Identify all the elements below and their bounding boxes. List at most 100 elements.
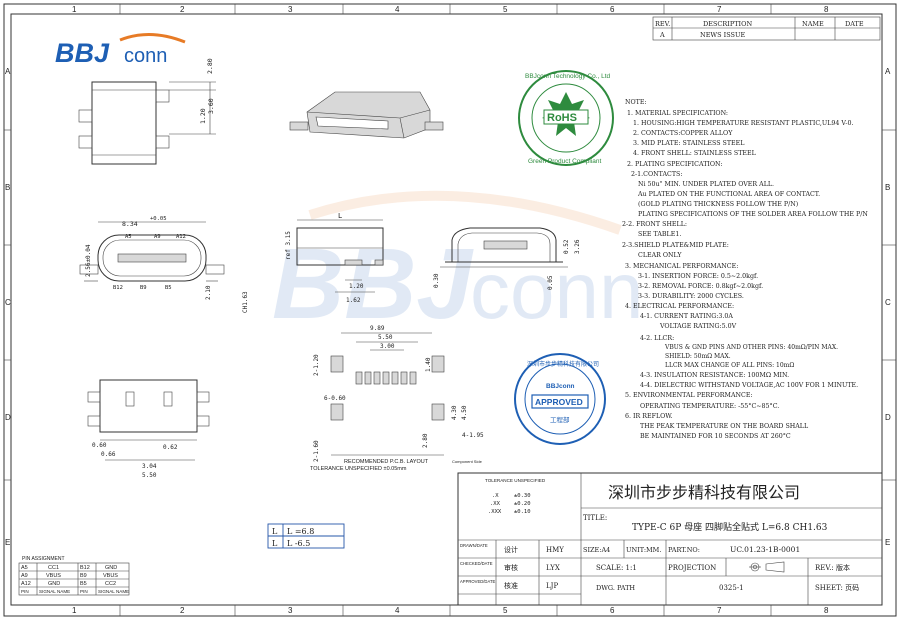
pin-label-b12: B12	[113, 285, 123, 291]
column-markers-bottom: 1 2 3 4 5 6 7 8	[72, 605, 829, 616]
pin-row1-pin: A5	[21, 565, 28, 571]
col-8-bottom: 8	[824, 606, 829, 615]
l-table-r2-c2: L -6.5	[287, 539, 310, 548]
note-13: SEE TABLE1.	[638, 231, 681, 238]
dim-bottom-0-60: 0.60	[92, 442, 107, 449]
rev-label: REV.: 版本	[815, 563, 850, 572]
pcb-tolerance: TOLERANCE UNSPECIFIED ±0.05mm	[310, 466, 407, 472]
unit-label: UNIT:MM.	[626, 546, 661, 554]
col-6-bottom: 6	[610, 606, 615, 615]
approved-center: APPROVED	[535, 397, 583, 407]
row-e: E	[5, 538, 10, 547]
row-c-right: C	[885, 298, 891, 307]
dim-pcb-4-1-95: 4-1.95	[462, 432, 484, 439]
col-7: 7	[717, 5, 722, 14]
revision-table: REV. DESCRIPTION NAME DATE A NEWS ISSUE	[652, 16, 881, 41]
dim-side-1-62: 1.62	[346, 297, 361, 304]
note-27: 4-3. INSULATION RESISTANCE: 100MΩ MIN.	[640, 372, 789, 379]
dim-pcb-2-1-60: 2-1.60	[313, 440, 320, 462]
col-3-bottom: 3	[288, 606, 293, 615]
dim-3-60: 3.60	[207, 98, 215, 114]
rear-view: 0.52 3.26 0.30 0.05	[433, 227, 581, 290]
dim-bottom-0-66: 0.66	[101, 451, 116, 458]
tol-row2-key: .XX	[490, 501, 501, 507]
dim-pcb-5-50: 5.50	[378, 334, 393, 341]
col-8: 8	[824, 5, 829, 14]
column-markers-top: 1 2 3 4 5 6 7 8	[72, 4, 829, 14]
note-6: 2. PLATING SPECIFICATION:	[627, 161, 722, 168]
dim-side-ref: ref 3.15	[285, 231, 292, 260]
pin-row2-pin2: B9	[80, 573, 87, 579]
note-16: 3. MECHANICAL PERFORMANCE:	[625, 263, 738, 270]
note-2: 1. HOUSING:HIGH TEMPERATURE RESISTANT PL…	[633, 120, 854, 127]
col-2-bottom: 2	[180, 606, 185, 615]
pin-row3-pin: A12	[21, 581, 31, 587]
pin-label-a5: A5	[125, 234, 132, 240]
size-label: SIZE:A4	[583, 546, 610, 554]
note-29: 5. ENVIRONMENTAL PERFORMANCE:	[625, 392, 753, 399]
checked-name: LYX	[546, 564, 560, 572]
dim-ch: CH1.63	[242, 291, 249, 313]
title-label: TITLE:	[583, 514, 607, 522]
watermark-bbj: BBJ	[272, 228, 474, 340]
row-b: B	[5, 183, 10, 192]
projection-label: PROJECTION	[668, 564, 716, 572]
note-26: LLCR MAX CHANGE OF ALL PINS: 10mΩ	[665, 362, 794, 369]
tol-row3-val: ±0.10	[514, 509, 531, 515]
l-table-r2-c1: L	[272, 539, 278, 548]
note-18: 3-2. REMOVAL FORCE: 0.8kgf~2.0kgf.	[638, 283, 763, 290]
sheet-inner-border	[10, 13, 883, 606]
row-e-right: E	[885, 538, 890, 547]
checked-label: CHECKED/DATE	[460, 561, 493, 566]
col-1: 1	[72, 5, 77, 14]
col-4: 4	[395, 5, 400, 14]
note-30: OPERATING TEMPERATURE: -55°C~85°C.	[640, 403, 779, 410]
drawn-cn: 设计	[504, 545, 518, 554]
approved-stamp: APPROVED BBJconn 工程部 深圳市步步精科技有限公司	[514, 353, 606, 445]
logo-arc	[119, 32, 186, 44]
row-d-right: D	[885, 413, 891, 422]
dwg-path-label: DWG. PATH	[596, 584, 635, 592]
note-33: BE MAINTAINED FOR 10 SECONDS AT 260°C	[640, 433, 791, 440]
rev-header-date: DATE	[845, 20, 864, 28]
pin-table-title: PIN ASSIGNMENT	[22, 556, 65, 562]
note-15: CLEAR ONLY	[638, 252, 682, 259]
note-20: 4. ELECTRICAL PERFORMANCE:	[625, 303, 734, 310]
watermark-conn: conn	[470, 246, 643, 335]
part-no-label: PART.NO:	[668, 546, 700, 554]
view-top-left: 2.80 1.20 3.60	[78, 58, 216, 165]
dim-side-L: L	[338, 212, 342, 220]
col-4-bottom: 4	[395, 606, 400, 615]
pin-row3-signal: GND	[48, 581, 60, 587]
note-0: NOTE:	[625, 99, 647, 106]
l-table-r1-c1: L	[272, 527, 278, 536]
note-31: 6. IR REFLOW.	[625, 413, 673, 420]
rohs-center-text: RoHS	[547, 112, 577, 124]
note-32: THE PEAK TEMPERATURE ON THE BOARD SHALL	[640, 423, 809, 430]
pin-label-b5: B5	[165, 285, 172, 291]
note-24: VBUS & GND PINS AND OTHER PINS: 40mΩ/PIN…	[664, 344, 838, 351]
note-4: 3. MID PLATE: STAINLESS STEEL	[633, 140, 745, 147]
note-19: 3-3. DURABILITY: 2000 CYCLES.	[638, 293, 744, 300]
company-logo: BBJ conn	[55, 32, 186, 68]
dim-2-10: 2.10	[205, 285, 212, 300]
pin-row2-signal: VBUS	[46, 573, 61, 579]
pin-row3-pin2: B5	[80, 581, 87, 587]
rev-header-rev: REV.	[655, 20, 670, 28]
col-5-bottom: 5	[503, 606, 508, 615]
dwg-value: 0325-1	[719, 584, 744, 592]
dim-pcb-9-89: 9.89	[370, 325, 385, 332]
note-5: 4. FRONT SHELL: STAINLESS STEEL	[633, 150, 757, 157]
note-23: 4-2. LLCR:	[640, 335, 674, 342]
logo-bbj: BBJ	[55, 38, 110, 68]
spec-notes: NOTE: 1. MATERIAL SPECIFICATION: 1. HOUS…	[622, 99, 868, 440]
dim-bottom-3-04: 3.04	[142, 463, 157, 470]
approved-bottom: 工程部	[550, 415, 570, 424]
pcb-view-note: Component Side	[452, 459, 483, 464]
note-17: 3-1. INSERTION FORCE: 0.5~2.0kgf.	[638, 273, 758, 280]
pcb-layout: 9.89 5.50 3.00 1.40 2-1.20 6-0.60 2-1.60…	[310, 325, 484, 472]
note-8: Ni 50u" MIN. UNDER PLATED OVER ALL.	[638, 181, 774, 188]
pin-label-a9: A9	[154, 234, 161, 240]
col-7-bottom: 7	[717, 606, 722, 615]
tolerance-title: TOLERANCE UNSPECIFIED	[485, 478, 546, 483]
